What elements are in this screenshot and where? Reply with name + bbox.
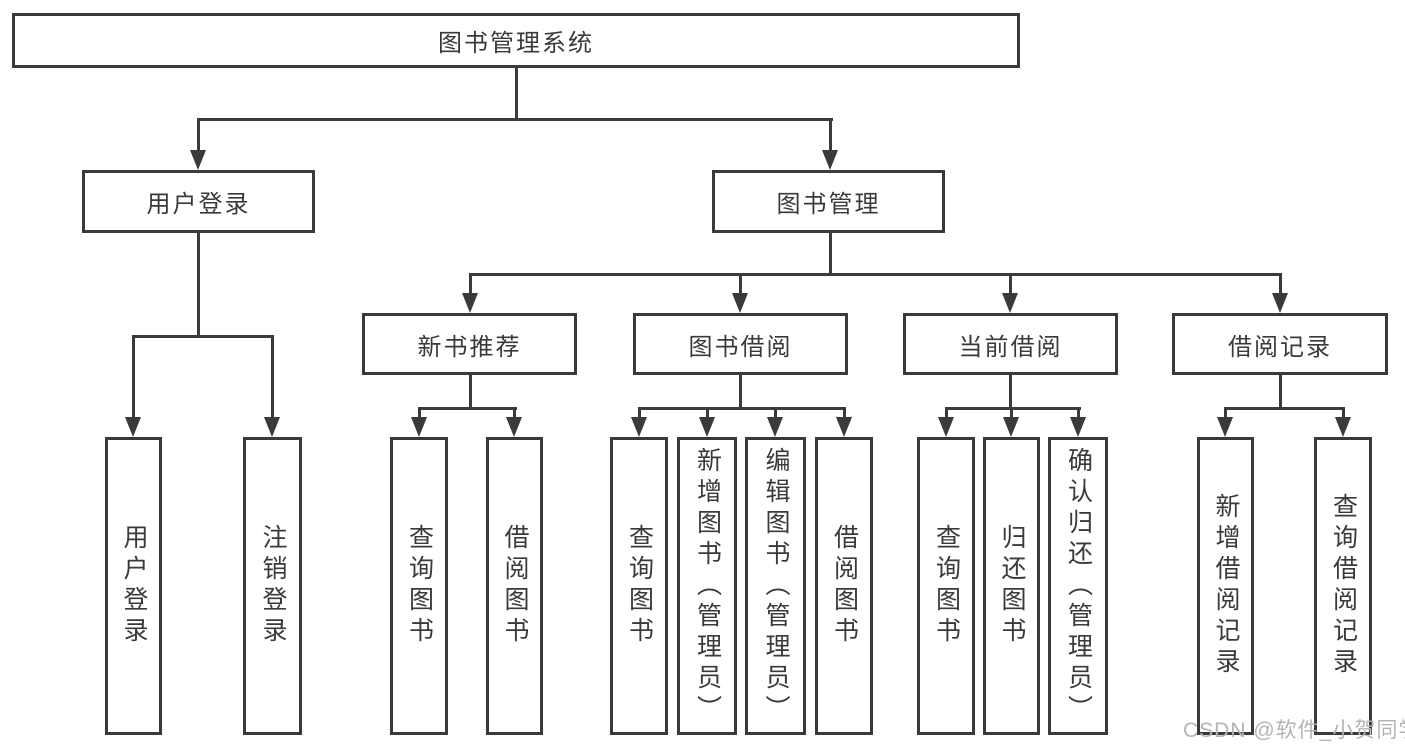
leaf-recommend-borrow-books: 借阅图书	[486, 437, 543, 735]
leaf-borrow-add-books-admin-label: 新增图书（管理员）	[693, 446, 722, 726]
connector-line	[1009, 273, 1012, 293]
node-book-borrow: 图书借阅	[633, 313, 848, 375]
node-current-borrow-label: 当前借阅	[958, 333, 1063, 361]
leaf-user-login-label: 用户登录	[120, 524, 148, 648]
connector-line	[774, 407, 777, 417]
arrowhead-down-icon	[1070, 417, 1086, 437]
leaf-current-confirm-return-admin-label: 确认归还（管理员）	[1064, 446, 1093, 726]
leaf-record-add-borrow-record-label: 新增借阅记录	[1212, 493, 1240, 679]
connector-line	[469, 273, 472, 293]
leaf-current-query-books: 查询图书	[917, 437, 975, 735]
arrowhead-down-icon	[1335, 417, 1351, 437]
node-root: 图书管理系统	[12, 13, 1020, 68]
leaf-borrow-add-books-admin: 新增图书（管理员）	[677, 437, 737, 735]
connector-line	[513, 407, 516, 417]
connector-line	[945, 407, 1081, 410]
leaf-borrow-edit-books-admin: 编辑图书（管理员）	[745, 437, 806, 735]
leaf-logout: 注销登录	[243, 437, 302, 735]
arrowhead-down-icon	[506, 417, 522, 437]
leaf-record-query-borrow-record-label: 查询借阅记录	[1329, 493, 1358, 679]
node-user-login-label: 用户登录	[146, 191, 251, 218]
leaf-user-login: 用户登录	[105, 437, 162, 735]
connector-line	[1077, 407, 1080, 417]
connector-line	[132, 335, 135, 417]
arrowhead-down-icon	[1002, 293, 1018, 313]
arrowhead-down-icon	[732, 293, 748, 313]
leaf-recommend-query-books-label: 查询图书	[405, 524, 434, 648]
arrowhead-down-icon	[938, 417, 954, 437]
arrowhead-down-icon	[836, 417, 852, 437]
leaf-borrow-borrow-books: 借阅图书	[815, 437, 873, 735]
arrowhead-down-icon	[822, 150, 838, 170]
csdn-watermark: CSDN @软件_小贺同学	[1183, 719, 1405, 742]
connector-line	[829, 118, 832, 152]
connector-line	[132, 335, 274, 338]
connector-line	[638, 407, 846, 410]
node-book-borrow-label: 图书借阅	[688, 333, 793, 361]
node-user-login: 用户登录	[82, 170, 315, 233]
leaf-borrow-query-books-label: 查询图书	[625, 524, 654, 648]
arrowhead-down-icon	[1272, 293, 1288, 313]
connector-line	[197, 118, 833, 121]
node-new-book-recommend-label: 新书推荐	[417, 333, 522, 361]
arrowhead-down-icon	[411, 417, 427, 437]
connector-line	[638, 407, 641, 417]
connector-line	[1009, 375, 1012, 407]
connector-line	[271, 335, 274, 417]
arrowhead-down-icon	[699, 417, 715, 437]
arrowhead-down-icon	[1217, 417, 1233, 437]
leaf-recommend-query-books: 查询图书	[390, 437, 448, 735]
connector-line	[1224, 407, 1345, 410]
leaf-recommend-borrow-books-label: 借阅图书	[501, 524, 529, 648]
connector-line	[418, 407, 517, 410]
connector-line	[829, 233, 832, 273]
arrowhead-down-icon	[190, 150, 206, 170]
node-root-label: 图书管理系统	[438, 30, 594, 57]
node-book-management-label: 图书管理	[776, 191, 881, 218]
leaf-current-query-books-label: 查询图书	[932, 524, 961, 648]
leaf-record-query-borrow-record: 查询借阅记录	[1314, 437, 1372, 735]
node-borrow-record: 借阅记录	[1172, 313, 1388, 375]
connector-line	[739, 375, 742, 407]
arrowhead-down-icon	[125, 417, 141, 437]
leaf-record-add-borrow-record: 新增借阅记录	[1197, 437, 1254, 735]
leaf-borrow-edit-books-admin-label: 编辑图书（管理员）	[762, 446, 790, 726]
arrowhead-down-icon	[767, 417, 783, 437]
node-new-book-recommend: 新书推荐	[362, 313, 577, 375]
leaf-current-return-books-label: 归还图书	[998, 524, 1026, 648]
arrowhead-down-icon	[462, 293, 478, 313]
connector-line	[1279, 375, 1282, 407]
connector-line	[1279, 273, 1282, 293]
arrowhead-down-icon	[1003, 417, 1019, 437]
node-book-management: 图书管理	[712, 170, 945, 233]
connector-line	[945, 407, 948, 417]
connector-line	[1224, 407, 1227, 417]
connector-line	[469, 273, 1281, 276]
leaf-logout-label: 注销登录	[259, 524, 287, 648]
connector-line	[197, 233, 200, 335]
connector-line	[706, 407, 709, 417]
connector-line	[1010, 407, 1013, 417]
connector-line	[197, 118, 200, 152]
arrowhead-down-icon	[631, 417, 647, 437]
leaf-borrow-borrow-books-label: 借阅图书	[830, 524, 859, 648]
connector-line	[469, 375, 472, 407]
node-current-borrow: 当前借阅	[903, 313, 1118, 375]
leaf-current-confirm-return-admin: 确认归还（管理员）	[1048, 437, 1108, 735]
leaf-current-return-books: 归还图书	[983, 437, 1040, 735]
leaf-borrow-query-books: 查询图书	[610, 437, 668, 735]
connector-line	[739, 273, 742, 293]
connector-line	[418, 407, 421, 417]
arrowhead-down-icon	[264, 417, 280, 437]
node-borrow-record-label: 借阅记录	[1228, 333, 1332, 361]
connector-line	[515, 68, 518, 118]
connector-line	[1342, 407, 1345, 417]
connector-line	[843, 407, 846, 417]
